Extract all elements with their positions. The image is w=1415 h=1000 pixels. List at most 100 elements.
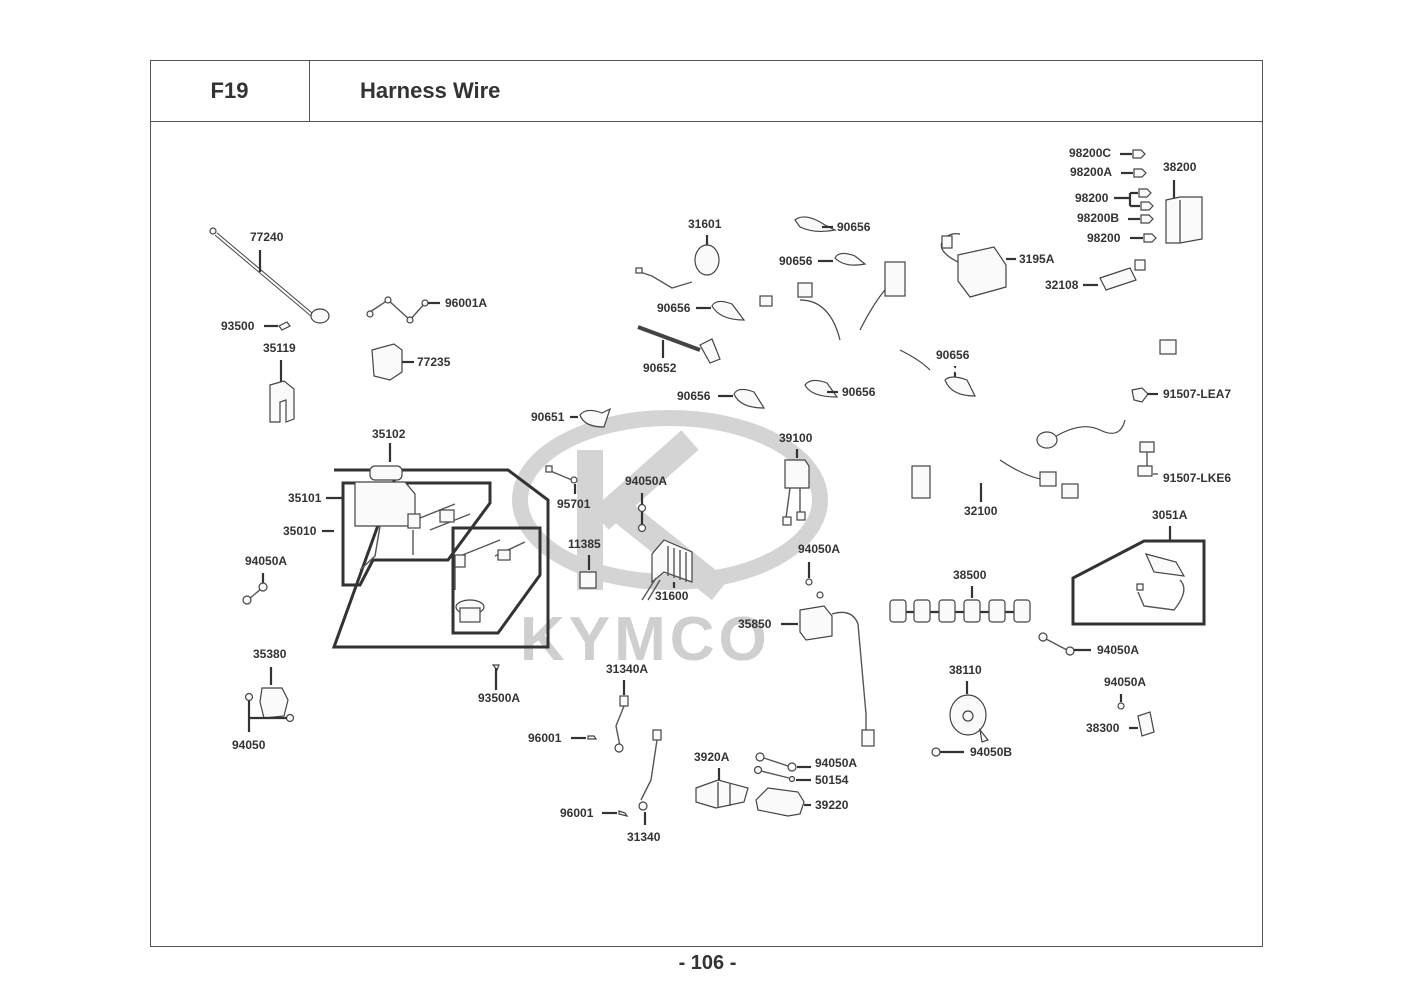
label-38500: 38500: [953, 568, 987, 582]
label-32108: 32108: [1045, 278, 1079, 292]
part-32100-main-harness[interactable]: 32100: [759, 229, 1207, 518]
label-94050B: 94050B: [970, 745, 1012, 759]
part-35850-starter-relay[interactable]: 35850: [738, 605, 875, 747]
label-31340A: 31340A: [606, 662, 648, 676]
part-3920A[interactable]: 3920A: [694, 750, 749, 809]
header-divider: [310, 121, 1263, 122]
label-77240: 77240: [250, 230, 284, 244]
part-90652[interactable]: 90652: [637, 325, 721, 375]
label-38110: 38110: [949, 663, 982, 677]
part-77240[interactable]: 77240: [209, 227, 330, 324]
label-98200B: 98200B: [1077, 211, 1119, 225]
part-31600-regulator[interactable]: 31600: [641, 539, 693, 603]
part-90656-f[interactable]: 90656: [936, 348, 976, 397]
part-90656-c[interactable]: 90656: [657, 300, 746, 321]
part-39100[interactable]: 39100: [779, 431, 813, 526]
label-98200-b: 98200: [1087, 231, 1121, 245]
part-98200B[interactable]: 98200B: [1077, 211, 1154, 225]
part-94050B[interactable]: 94050B: [931, 745, 1012, 759]
label-11385: 11385: [568, 537, 601, 551]
watermark-brand: KYMCO: [520, 605, 771, 674]
part-31340A[interactable]: 31340A: [606, 662, 648, 753]
part-94050A-right[interactable]: 94050A: [1038, 632, 1139, 657]
label-35102: 35102: [372, 427, 406, 441]
fuse-group: 98200C 98200A 98200 98200B 98200: [1069, 146, 1157, 245]
part-38300[interactable]: 38300: [1086, 711, 1155, 737]
label-96001-b: 96001: [560, 806, 594, 820]
label-35119: 35119: [263, 341, 296, 355]
label-31600: 31600: [655, 589, 689, 603]
part-94050A-bottom[interactable]: 94050A: [1104, 675, 1146, 710]
label-32100: 32100: [964, 504, 998, 518]
part-38500-relays[interactable]: 38500: [889, 568, 1031, 623]
part-77235[interactable]: 77235: [371, 343, 451, 381]
part-96001-b[interactable]: 96001: [560, 806, 629, 820]
relay-3: [938, 599, 956, 623]
part-94050A-relay[interactable]: 94050A: [798, 542, 840, 599]
label-90656-f: 90656: [936, 348, 970, 362]
label-35010: 35010: [283, 524, 317, 538]
label-94050A-relay: 94050A: [798, 542, 840, 556]
part-96001A[interactable]: 96001A: [366, 296, 487, 324]
part-91507-LKE6[interactable]: 91507-LKE6: [1137, 441, 1231, 485]
label-38200: 38200: [1163, 160, 1197, 174]
part-94050A-left[interactable]: 94050A: [242, 554, 287, 605]
part-31601[interactable]: 31601: [635, 217, 722, 289]
part-95701[interactable]: 95701: [545, 465, 591, 511]
label-3920A: 3920A: [694, 750, 730, 764]
part-32108[interactable]: 32108: [1045, 259, 1146, 292]
relay-1: [889, 599, 907, 623]
label-93500A: 93500A: [478, 691, 520, 705]
label-3195A: 3195A: [1019, 252, 1055, 266]
label-3051A: 3051A: [1152, 508, 1188, 522]
part-90656-e[interactable]: 90656: [804, 379, 876, 399]
part-35119[interactable]: 35119: [263, 341, 296, 423]
part-11385[interactable]: 11385: [568, 537, 601, 589]
part-90656-d[interactable]: 90656: [677, 388, 766, 409]
part-90656-b[interactable]: 90656: [779, 252, 867, 268]
relay-6: [1013, 599, 1031, 623]
part-38200-fuse-box[interactable]: 38200: [1163, 160, 1203, 244]
part-94050A-cdi[interactable]: 94050A: [755, 752, 857, 772]
part-98200C[interactable]: 98200C: [1069, 146, 1146, 160]
part-90651[interactable]: 90651: [531, 407, 612, 428]
part-38110-horn[interactable]: 38110: [949, 663, 990, 743]
label-95701: 95701: [557, 497, 591, 511]
part-98200-b[interactable]: 98200: [1087, 231, 1157, 245]
part-50154[interactable]: 50154: [753, 765, 849, 788]
part-3195A[interactable]: 3195A: [940, 232, 1055, 298]
label-98200A: 98200A: [1070, 165, 1112, 179]
label-98200-a: 98200: [1075, 191, 1109, 205]
label-38300: 38300: [1086, 721, 1120, 735]
part-90656-a[interactable]: 90656: [794, 216, 871, 234]
label-90651: 90651: [531, 410, 565, 424]
section-title: Harness Wire: [360, 78, 501, 103]
label-90656-b: 90656: [779, 254, 813, 268]
section-code: F19: [150, 60, 310, 122]
part-98200A[interactable]: 98200A: [1070, 165, 1147, 179]
part-98200-a[interactable]: 98200: [1075, 188, 1154, 211]
label-91507-LEA7: 91507-LEA7: [1163, 387, 1231, 401]
kymco-logo-watermark: KYMCO: [512, 410, 828, 674]
label-31340: 31340: [627, 830, 661, 844]
label-96001-a: 96001: [528, 731, 562, 745]
label-94050A-right: 94050A: [1097, 643, 1139, 657]
logo-ring-icon: [512, 410, 828, 590]
label-90656-d: 90656: [677, 389, 711, 403]
part-94050[interactable]: 94050: [232, 692, 295, 753]
label-98200C: 98200C: [1069, 146, 1111, 160]
label-77235: 77235: [417, 355, 451, 369]
relay-2: [913, 599, 931, 623]
part-3051A-ignition-coil[interactable]: 3051A: [1071, 508, 1206, 626]
part-93500[interactable]: 93500: [221, 319, 291, 333]
part-35380[interactable]: 35380: [253, 647, 289, 719]
part-91507-LEA7[interactable]: 91507-LEA7: [1131, 387, 1231, 403]
label-96001A: 96001A: [445, 296, 487, 310]
label-90656-e: 90656: [842, 385, 876, 399]
part-93500A[interactable]: 93500A: [478, 664, 520, 705]
part-94050A-mid[interactable]: 94050A: [625, 474, 667, 533]
part-39220-cdi[interactable]: 39220: [755, 787, 849, 817]
part-96001-a[interactable]: 96001: [528, 731, 598, 745]
part-35010-ignition-switch-set[interactable]: 35102 35101 35010: [283, 427, 550, 649]
part-31340[interactable]: 31340: [627, 729, 662, 844]
